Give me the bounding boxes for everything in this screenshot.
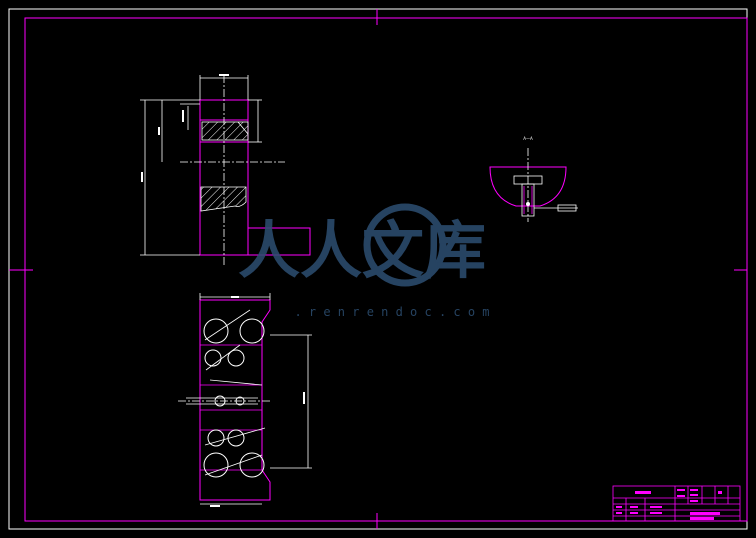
- hatched-section-top: [201, 121, 249, 141]
- section-a-a: A—A: [489, 136, 578, 222]
- front-view: [140, 74, 311, 265]
- centering-marks: [9, 9, 747, 529]
- hatched-section-bottom: [200, 186, 247, 212]
- watermark: 人人文库 . r e n r e n d o c . c o m: [238, 203, 490, 319]
- plan-view-holes: [203, 318, 265, 478]
- watermark-ring: [363, 203, 447, 287]
- watermark-url: . r e n r e n d o c . c o m: [294, 305, 489, 319]
- watermark-chinese: 人人文库: [238, 214, 486, 287]
- plan-view: [178, 293, 312, 507]
- section-a-a-label: A—A: [523, 136, 533, 141]
- drawing-border: [8, 8, 748, 530]
- title-block: [612, 485, 741, 522]
